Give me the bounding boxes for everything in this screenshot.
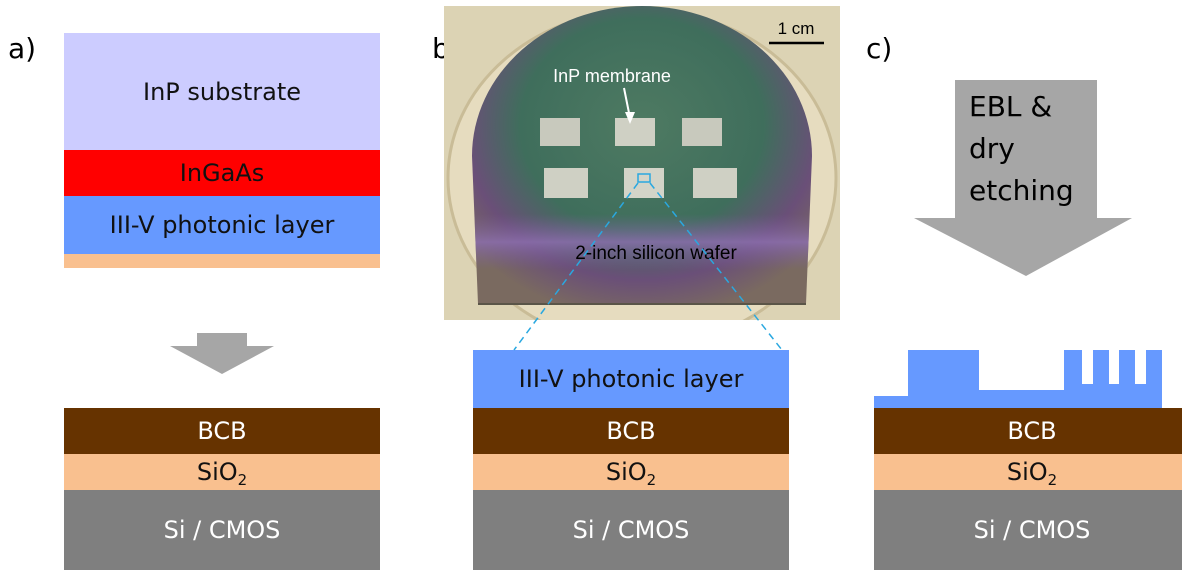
sio2-subscript-b: 2 <box>646 471 657 489</box>
sio2-text-c: SiO <box>1006 458 1048 486</box>
inp-substrate-layer: InP substrate <box>64 33 380 150</box>
process-text: EBL & dry etching <box>969 86 1074 212</box>
sio2-subscript-a: 2 <box>237 471 248 489</box>
membrane-1 <box>540 118 580 146</box>
membrane-label: InP membrane <box>553 66 671 86</box>
membrane-6 <box>693 168 737 198</box>
down-arrow-a <box>170 333 274 374</box>
membrane-2 <box>615 118 655 146</box>
membrane-3 <box>682 118 722 146</box>
process-arrow <box>914 80 1132 276</box>
ingaas-layer: InGaAs <box>64 150 380 196</box>
process-text-line-2: dry <box>969 132 1015 165</box>
membrane-5 <box>624 168 664 198</box>
panel-a-label: a) <box>8 32 37 65</box>
process-text-line-1: EBL & <box>969 90 1053 123</box>
scale-bar-label: 1 cm <box>778 19 815 38</box>
bcb-layer-c: BCB <box>874 408 1182 454</box>
si-cmos-layer-b: Si / CMOS <box>473 490 789 570</box>
bcb-layer-b: BCB <box>473 408 789 454</box>
sio2-text-a: SiO <box>196 458 238 486</box>
membrane-4 <box>544 168 588 198</box>
zoom-marker <box>637 173 651 183</box>
membrane-arrow-head <box>625 112 635 124</box>
si-cmos-layer-c: Si / CMOS <box>874 490 1182 570</box>
bcb-layer-a: BCB <box>64 408 380 454</box>
photonic-layer-a: III-V photonic layer <box>64 196 380 254</box>
thin-sio2-layer-a <box>64 254 380 268</box>
sio2-text-b: SiO <box>605 458 647 486</box>
sio2-subscript-c: 2 <box>1047 471 1058 489</box>
process-text-line-3: etching <box>969 174 1074 207</box>
patterned-photonic-layer <box>874 350 1162 408</box>
panel-c-label: c) <box>866 32 893 65</box>
wafer-photo: 1 cm InP membrane 2-inch silicon wafer <box>444 6 840 320</box>
photonic-layer-b: III-V photonic layer <box>473 350 789 408</box>
wafer-label: 2-inch silicon wafer <box>575 243 737 264</box>
si-cmos-layer-a: Si / CMOS <box>64 490 380 570</box>
